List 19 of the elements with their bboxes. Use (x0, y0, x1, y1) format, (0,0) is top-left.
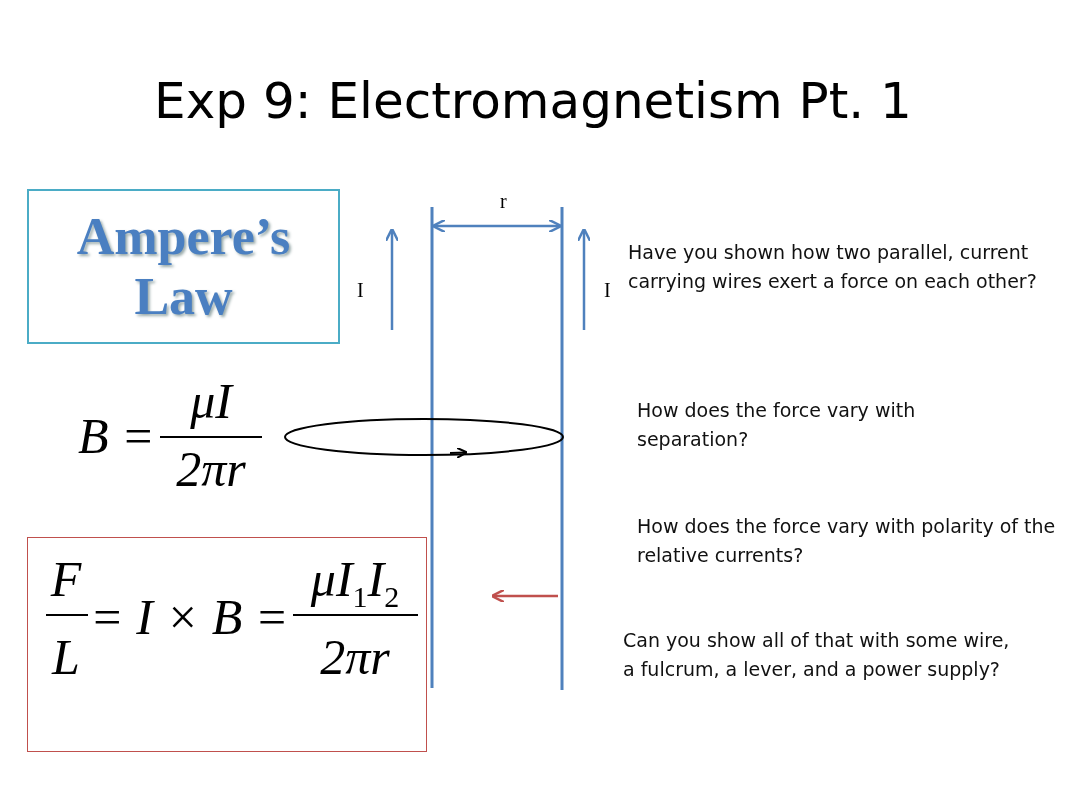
question-text: Have you shown how two parallel, current carrying wires exert a force on each other? (628, 240, 1038, 294)
question-text: How does the force vary with separation? (637, 398, 917, 452)
formula-text: F (49, 550, 83, 608)
formula-text: L (50, 628, 81, 686)
current-label: I (604, 279, 611, 302)
slide-title: Exp 9: Electromagnetism Pt. 1 (153, 72, 913, 130)
formula-text: μI (189, 372, 235, 430)
formula-text: = I × B = (90, 588, 289, 646)
dimension-label: r (500, 190, 507, 213)
formula-text: 2πr (175, 440, 247, 498)
current-label: I (357, 279, 364, 302)
formula-box (27, 537, 427, 752)
formula-text: B = (78, 407, 155, 465)
heading: Ampere’s Law (75, 206, 292, 327)
question-text: How does the force vary with polarity of the relative currents? (637, 514, 1057, 568)
formula-text: μI$_{1}$I$_{2}$ (309, 550, 401, 614)
title-box (27, 189, 340, 344)
question-text: Can you show all of that with some wire, a fulcrum, a lever, and a power supply? (623, 628, 1011, 682)
formula-text: 2πr (319, 628, 391, 686)
